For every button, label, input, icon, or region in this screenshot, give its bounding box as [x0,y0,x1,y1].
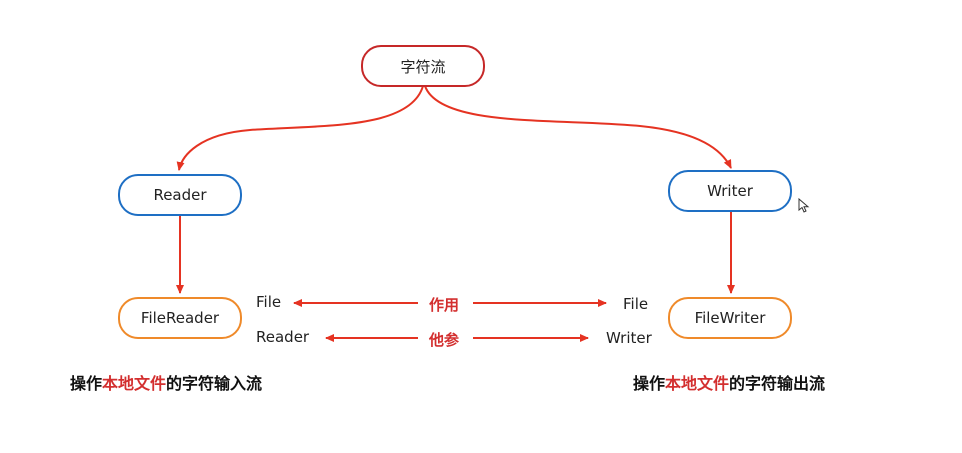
left-caption: 操作本地文件的字符输入流 [70,370,262,394]
writer-node-label: Writer [707,182,753,200]
filewriter-node-label: FileWriter [694,309,766,327]
root-node-label: 字符流 [400,57,446,76]
reader-node-label: Reader [153,186,207,204]
right-writer-label: Writer [606,329,652,347]
root-to-reader-arrow [176,85,424,171]
mid-bottom-label: 他参 [429,331,460,349]
filereader-node-label: FileReader [140,309,220,327]
left-reader-label: Reader [256,328,310,346]
filewriter-node[interactable]: FileWriter [668,297,792,339]
root-node[interactable]: 字符流 [361,45,485,87]
right-file-label: File [623,295,649,313]
mouse-pointer-icon [798,198,810,213]
root-to-writer-arrow [424,85,732,169]
left-caption-suffix: 的字符输入流 [166,374,263,393]
mid-top-label: 作用 [429,296,460,314]
right-caption-highlight: 本地文件 [665,374,730,393]
left-caption-prefix: 操作 [70,374,103,393]
left-file-label: File [256,293,282,311]
reader-node[interactable]: Reader [118,174,242,216]
right-caption-prefix: 操作 [633,374,666,393]
writer-node[interactable]: Writer [668,170,792,212]
right-caption: 操作本地文件的字符输出流 [633,370,825,394]
left-caption-highlight: 本地文件 [102,374,167,393]
filereader-node[interactable]: FileReader [118,297,242,339]
right-caption-suffix: 的字符输出流 [729,374,826,393]
